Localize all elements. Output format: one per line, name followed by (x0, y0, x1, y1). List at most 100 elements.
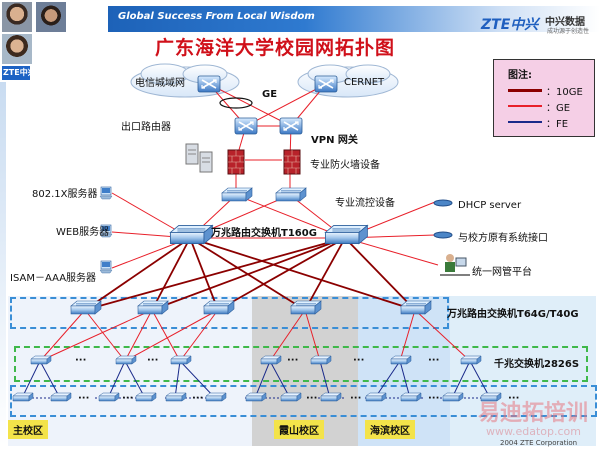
edge-switch-icon[interactable] (50, 392, 72, 402)
aggregation-switch-icon[interactable] (400, 300, 432, 315)
watermark-brand: 易迪拓培训 (478, 401, 589, 426)
ellipsis: ··· (428, 355, 440, 366)
egress-router-icon[interactable] (234, 117, 258, 135)
avatar-1 (2, 2, 32, 32)
ellipsis: ··· (192, 393, 204, 404)
cernet-router-icon[interactable] (314, 75, 338, 93)
dhcp-server-label: DHCP server (458, 200, 522, 211)
avatar-2 (36, 2, 66, 32)
legend-line-10ge (508, 89, 542, 92)
access-switch-icon[interactable] (260, 355, 282, 365)
ellipsis: ··· (428, 393, 440, 404)
access-switch-icon[interactable] (30, 355, 52, 365)
edge-switch-icon[interactable] (280, 392, 302, 402)
vpn-gateway-icon[interactable] (279, 117, 303, 135)
access-group-box (14, 346, 588, 382)
campus-label-xiashan: 霞山校区 (274, 420, 324, 439)
zone-right-campus (450, 296, 596, 446)
ellipsis: ··· (122, 393, 134, 404)
school-interface-icon[interactable] (433, 231, 453, 239)
firewall-icon[interactable] (227, 149, 301, 175)
brand-zte-cn: 中兴数据 (545, 17, 585, 28)
page-title: 广东海洋大学校园网拓扑图 (155, 37, 396, 59)
nms-operator-icon[interactable] (440, 254, 470, 276)
aggregation-switch-icon[interactable] (137, 300, 169, 315)
avatar-3 (2, 34, 32, 64)
edge-switch-icon[interactable] (400, 392, 422, 402)
aggregation-group-box (10, 297, 449, 329)
aggregation-switch-label: 万兆路由交换机T64G/T40G (447, 309, 579, 320)
header-bar (108, 6, 600, 32)
core-switch-icon[interactable] (324, 224, 368, 245)
edge-switch-icon[interactable] (245, 392, 267, 402)
brand-slogan: 成功源于创造性 (547, 28, 590, 35)
server-rack-icon (185, 143, 213, 173)
legend-line-fe (508, 121, 542, 123)
egress-router-label: 出口路由器 (121, 122, 171, 133)
edge-group-box (10, 385, 597, 417)
core-to-aggregation-links (84, 237, 416, 311)
legend-label-ge: ：GE (546, 103, 571, 114)
ge-loop-ellipse (219, 97, 253, 109)
legend-title: 图注: (508, 70, 532, 81)
aggregation-to-access-links (39, 309, 471, 362)
ellipsis: ··· (287, 355, 299, 366)
ellipsis: ··· (508, 393, 520, 404)
flow-control-icon[interactable] (221, 187, 253, 202)
brand-zte: ZTE中兴 (481, 17, 539, 33)
aggregation-switch-icon[interactable] (203, 300, 235, 315)
ellipsis: ··· (78, 393, 90, 404)
edge-switch-icon[interactable] (165, 392, 187, 402)
access-switch-label: 千兆交换机2826S (494, 359, 580, 370)
watermark-url: www.edatop.com (486, 425, 581, 438)
edge-switch-icon[interactable] (442, 392, 464, 402)
left-logo-box (2, 66, 30, 80)
cernet-cloud-label: CERNET (344, 77, 385, 88)
core-switch-icon[interactable] (169, 224, 213, 245)
core-switch-label: 万兆路由交换机T160G (211, 228, 317, 239)
edge-switch-icon[interactable] (320, 392, 342, 402)
ellipsis: ··· (306, 393, 318, 404)
edge-switch-icon[interactable] (12, 392, 34, 402)
aggregation-switch-icon[interactable] (290, 300, 322, 315)
ellipsis: ··· (147, 355, 159, 366)
ellipsis: ··· (350, 393, 362, 404)
legend-line-ge (508, 105, 542, 107)
access-switch-icon[interactable] (460, 355, 482, 365)
left-sidebar-strip (0, 82, 6, 446)
ellipsis: ··· (353, 355, 365, 366)
copyright: 2004 ZTE Corporation (500, 439, 578, 447)
campus-label-haibin: 海滨校区 (365, 420, 415, 439)
flow-control-label: 专业流控设备 (335, 198, 395, 209)
ge-label: GE (262, 89, 278, 100)
firewall-label: 专业防火墙设备 (310, 160, 380, 171)
edge-switch-icon[interactable] (135, 392, 157, 402)
edge-switch-icon[interactable] (98, 392, 120, 402)
telecom-router-icon[interactable] (197, 75, 221, 93)
flow-control-icon[interactable] (275, 187, 307, 202)
aaa-server-label: ISAM－AAA服务器 (10, 273, 97, 284)
aggregation-switch-icon[interactable] (70, 300, 102, 315)
access-switch-icon[interactable] (115, 355, 137, 365)
header-tagline: Global Success From Local Wisdom (118, 11, 315, 22)
ellipsis: ··· (75, 355, 87, 366)
telecom-cloud-label: 电信城域网 (135, 78, 185, 89)
aaa-server-icon[interactable] (99, 260, 113, 274)
dot1x-server-label: 802.1X服务器 (32, 189, 98, 200)
dot1x-server-icon[interactable] (99, 186, 113, 200)
dhcp-server-icon[interactable] (433, 199, 453, 207)
legend-label-fe: ：FE (546, 119, 569, 130)
vpn-gateway-label: VPN 网关 (311, 135, 358, 146)
edge-switch-icon[interactable] (205, 392, 227, 402)
left-logo: ZTE中兴 (3, 68, 36, 77)
web-server-label: WEB服务器 (56, 227, 110, 238)
edge-switch-icon[interactable] (365, 392, 387, 402)
legend-box: 图注: ：10GE ：GE ：FE (493, 59, 595, 137)
access-switch-icon[interactable] (170, 355, 192, 365)
access-switch-icon[interactable] (310, 355, 332, 365)
legend-label-10ge: ：10GE (546, 87, 583, 98)
access-switch-icon[interactable] (390, 355, 412, 365)
nms-label: 统一网管平台 (472, 267, 532, 278)
school-interface-label: 与校方原有系统接口 (458, 233, 548, 244)
